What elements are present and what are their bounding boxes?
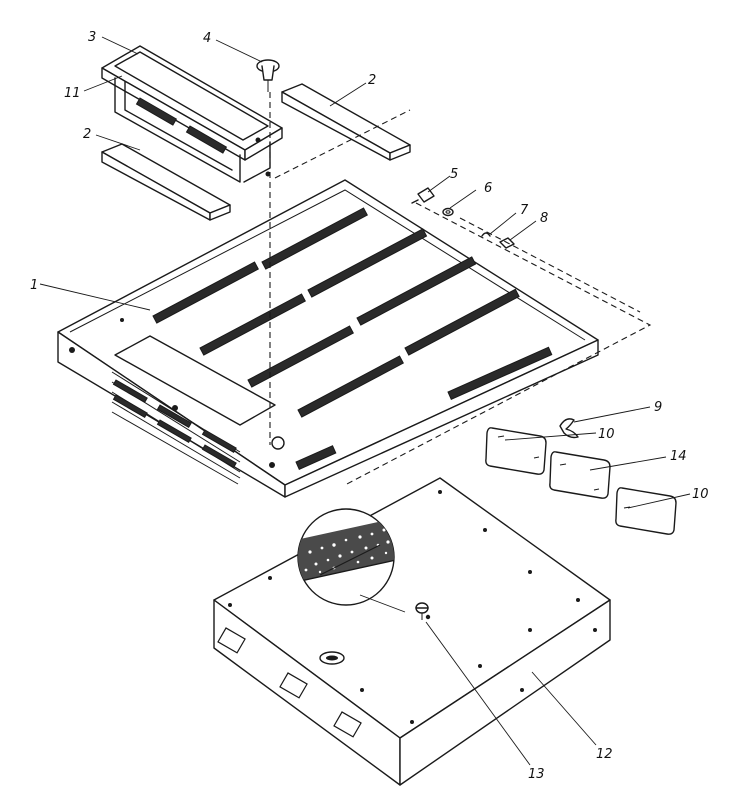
label-part-2-right: 2 [368, 73, 376, 88]
label-part-9: 9 [654, 400, 662, 415]
label-part-3: 3 [88, 30, 96, 45]
housing-part-1 [57, 179, 599, 498]
wing-nut-part-9 [559, 418, 579, 439]
wing-screw-part-4 [256, 59, 280, 92]
bolt-part-5 [411, 187, 435, 204]
label-part-7: 7 [520, 203, 529, 218]
housing-louvers [111, 371, 241, 485]
spring-washer-part-7 [481, 232, 491, 237]
part-number-labels: 1 2 2 3 4 5 6 7 8 9 10 10 11 12 13 14 [30, 30, 709, 782]
label-part-5: 5 [450, 167, 458, 182]
label-part-1: 1 [30, 278, 38, 293]
label-part-2-left: 2 [83, 127, 91, 142]
label-part-10-a: 10 [598, 427, 615, 442]
label-part-14: 14 [670, 449, 687, 464]
base-box-part-12 [213, 477, 611, 786]
label-part-13: 13 [528, 767, 545, 782]
foam-pad-part-2-right [281, 83, 411, 161]
insulation-detail-circle [297, 508, 406, 613]
label-part-11: 11 [64, 86, 81, 101]
label-part-8: 8 [540, 211, 548, 226]
top-bracket-part-3 [101, 45, 283, 183]
leader-lines [39, 36, 691, 766]
label-part-6: 6 [484, 181, 492, 196]
fastener-part-13 [415, 602, 431, 620]
cover-plate-part-10-b [615, 487, 677, 535]
label-part-12: 12 [596, 747, 613, 762]
cover-plate-part-10-a [485, 427, 547, 475]
foam-pad-part-2-left [101, 143, 231, 221]
label-part-4: 4 [203, 31, 211, 46]
washer-part-6 [442, 207, 454, 217]
label-part-10-b: 10 [692, 487, 709, 502]
cover-plate-part-14 [549, 451, 611, 499]
